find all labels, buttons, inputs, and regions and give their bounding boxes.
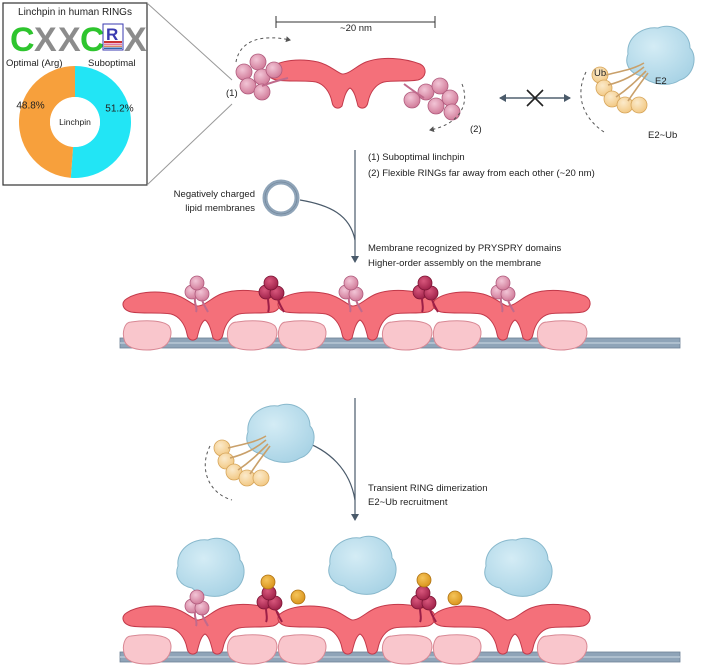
membrane-label-2: lipid membranes bbox=[185, 203, 255, 214]
zoom-line-bottom bbox=[146, 103, 233, 186]
flex-arrow-ub-2 bbox=[204, 445, 233, 501]
pie-center-label: Linchpin bbox=[59, 117, 91, 127]
logo-letter-c2: C bbox=[80, 21, 105, 59]
step2-line-2: Higher-order assembly on the membrane bbox=[368, 258, 541, 269]
e2-label: E2 bbox=[655, 76, 667, 87]
e2-ub-complex: Ub E2 E2~Ub bbox=[580, 25, 695, 141]
step3-line-1: Transient RING dimerization bbox=[368, 483, 488, 494]
optimal-label: Optimal (Arg) bbox=[6, 58, 62, 69]
active-lattice bbox=[119, 535, 681, 665]
note-line-1: (1) Suboptimal linchpin bbox=[368, 152, 465, 163]
pie-slice-suboptimal bbox=[70, 66, 131, 178]
linchpin-pie-chart: 51.2% 48.8% Linchpin bbox=[16, 66, 134, 178]
lattice-on-membrane bbox=[119, 275, 681, 351]
flex-arrow-ub bbox=[580, 71, 605, 133]
e2ub-label: E2~Ub bbox=[648, 130, 677, 141]
step3-line-2: E2~Ub recruitment bbox=[368, 497, 448, 508]
logo-letter-x2: X bbox=[58, 21, 81, 59]
logo-letter-x3: X bbox=[124, 21, 147, 59]
label-2: (2) bbox=[470, 124, 482, 135]
lipid-vesicle-icon bbox=[262, 179, 300, 217]
ring-cluster-left bbox=[235, 53, 289, 101]
distance-label: ~20 nm bbox=[340, 23, 372, 34]
pie-label-suboptimal: 51.2% bbox=[105, 104, 133, 115]
pie-slice-optimal bbox=[18, 66, 75, 178]
logo-letter-x1: X bbox=[34, 21, 57, 59]
step2-line-1: Membrane recognized by PRYSPRY domains bbox=[368, 243, 562, 254]
logo-letter-c1: C bbox=[10, 21, 35, 59]
zoom-line-top bbox=[146, 2, 233, 81]
note-line-2: (2) Flexible RINGs far away from each ot… bbox=[368, 168, 595, 179]
pie-label-optimal: 48.8% bbox=[16, 100, 44, 111]
top-row: ~20 nm (1) (2) bbox=[226, 16, 695, 141]
logo-stack-icon: R bbox=[102, 23, 124, 51]
logo-letter-r: R bbox=[106, 25, 118, 44]
e2-ub-complex-2 bbox=[204, 403, 315, 501]
sequence-logo: C X X C R X bbox=[10, 21, 147, 59]
step-arrow-1 bbox=[299, 150, 359, 263]
linchpin-inset: Linchpin in human RINGs C X X C R X Opti… bbox=[2, 2, 148, 186]
pie-center bbox=[50, 97, 100, 147]
coiled-coil-dimer bbox=[267, 57, 426, 109]
no-interaction-arrow bbox=[499, 89, 571, 107]
inset-title: Linchpin in human RINGs bbox=[18, 7, 132, 18]
ring-cluster-right bbox=[403, 77, 461, 121]
trim-dimer bbox=[267, 57, 426, 109]
cross-icon bbox=[526, 89, 544, 107]
ub-label: Ub bbox=[594, 68, 606, 79]
suboptimal-label: Suboptimal bbox=[88, 58, 136, 69]
label-1: (1) bbox=[226, 88, 238, 99]
membrane-label-1: Negatively charged bbox=[174, 189, 255, 200]
distance-bar: ~20 nm bbox=[275, 16, 436, 34]
